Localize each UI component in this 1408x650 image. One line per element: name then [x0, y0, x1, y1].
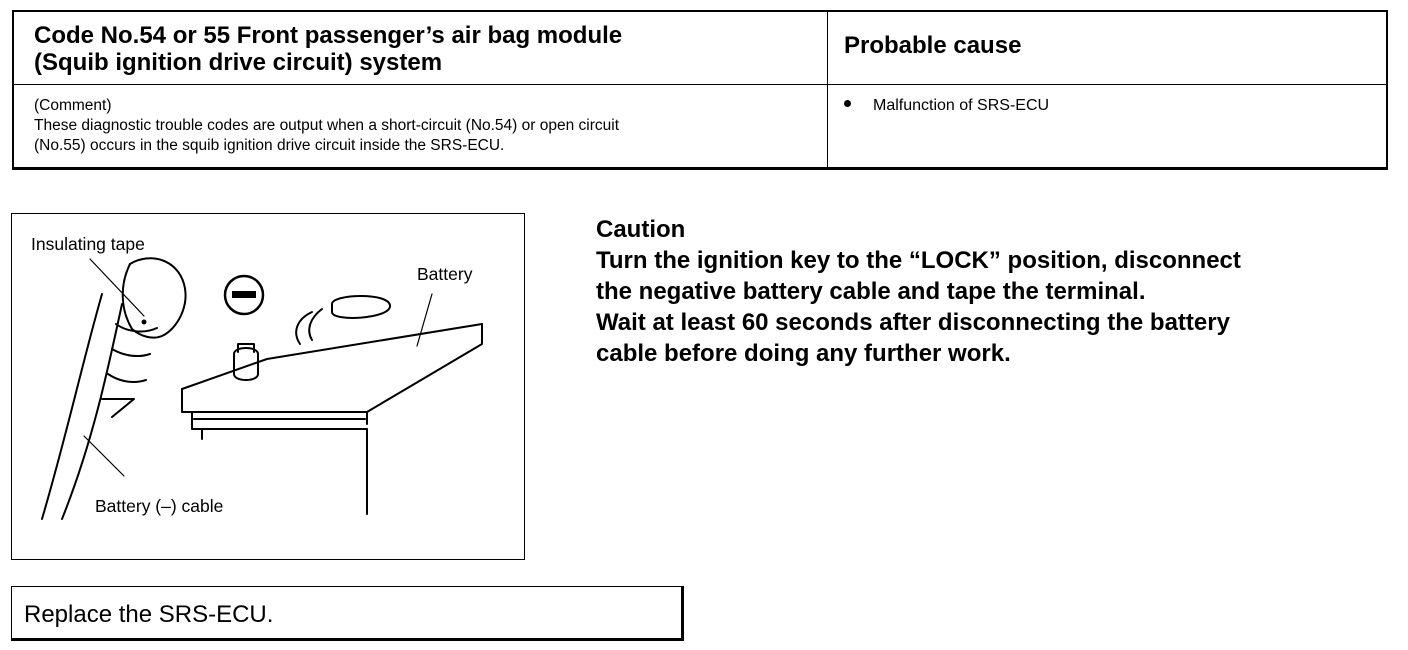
battery-drawing — [41, 257, 483, 520]
bullet-icon — [844, 100, 851, 108]
probable-cause-text: Malfunction of SRS-ECU — [873, 97, 1050, 114]
code-title-line2: (Squib ignition drive circuit) system — [34, 49, 443, 76]
caution-line4: cable before doing any further work. — [596, 340, 1011, 367]
comment-block: (Comment) These diagnostic trouble codes… — [34, 96, 824, 156]
action-box: Replace the SRS-ECU. — [11, 586, 684, 641]
comment-line2: (No.55) occurs in the squib ignition dri… — [34, 137, 505, 154]
negative-terminal-icon — [223, 274, 265, 316]
code-title-line1: Code No.54 or 55 Front passenger’s air b… — [34, 22, 623, 49]
table-row-divider — [14, 84, 1386, 85]
insulating-tape-label: Insulating tape — [31, 234, 145, 254]
caution-line3: Wait at least 60 seconds after disconnec… — [596, 309, 1230, 336]
diagnostic-code-table: Code No.54 or 55 Front passenger’s air b… — [12, 10, 1388, 170]
caution-line2: the negative battery cable and tape the … — [596, 278, 1146, 305]
battery-illustration: Insulating tape Battery Battery (–) cabl… — [11, 213, 525, 560]
battery-cable-label: Battery (–) cable — [95, 496, 224, 516]
probable-cause-heading: Probable cause — [844, 32, 1022, 59]
caution-heading: Caution — [596, 216, 686, 243]
comment-line1: These diagnostic trouble codes are outpu… — [34, 117, 619, 134]
battery-label: Battery — [417, 264, 473, 284]
code-title: Code No.54 or 55 Front passenger’s air b… — [34, 22, 814, 76]
table-column-divider — [827, 12, 828, 167]
caution-line1: Turn the ignition key to the “LOCK” posi… — [596, 247, 1241, 274]
caution-block: Caution Turn the ignition key to the “LO… — [596, 214, 1396, 369]
comment-label: (Comment) — [34, 97, 112, 114]
probable-cause-item: Malfunction of SRS-ECU — [844, 96, 1049, 116]
